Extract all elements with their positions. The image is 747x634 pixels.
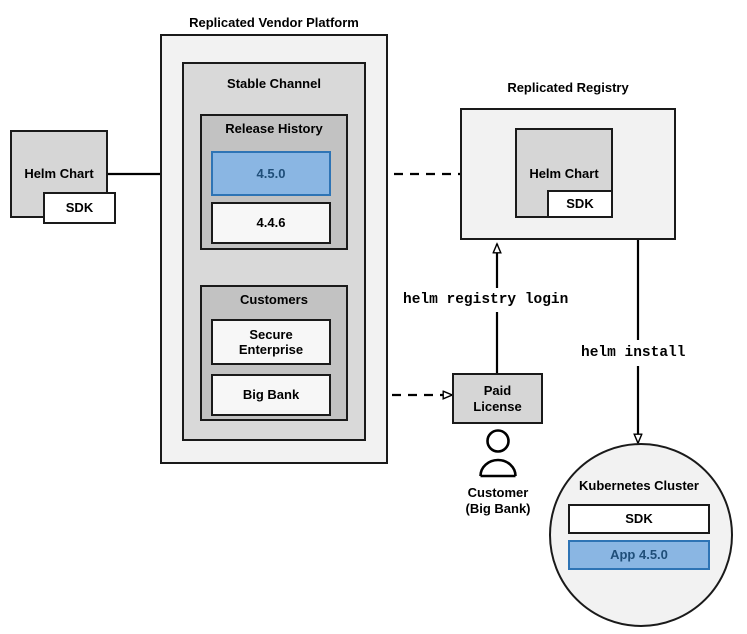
kubernetes-cluster-title: Kubernetes Cluster [579,478,699,493]
customer-actor-label-line1: Customer [467,485,529,500]
registry-title: Replicated Registry [507,80,629,95]
release-item-446[interactable]: 4.4.6 [211,202,331,244]
customers-label: Customers [240,292,308,307]
cluster-component-label: App 4.5.0 [610,547,668,563]
registry-sdk-label: SDK [566,196,594,212]
customer-name-line1: Big Bank [242,387,300,403]
cluster-component-sdk[interactable]: SDK [568,504,710,534]
edge-label-registry-login: helm registry login [400,291,572,309]
customer-name-line2: Enterprise [238,342,304,357]
source-helm-chart-label: Helm Chart [24,166,94,182]
release-version-label: 4.4.6 [256,215,286,231]
source-helm-chart-sdk[interactable]: SDK [43,192,116,224]
source-sdk-label: SDK [65,200,94,216]
paid-license-line2: License [473,398,522,414]
release-history-label: Release History [225,121,323,136]
customer-item-secure-enterprise[interactable]: Secure Enterprise [211,319,331,365]
kubernetes-cluster-circle [549,443,733,627]
customer-item-big-bank[interactable]: Big Bank [211,374,331,416]
person-icon [479,429,517,478]
platform-title: Replicated Vendor Platform [189,15,359,30]
paid-license-box[interactable]: Paid License [452,373,543,424]
cluster-component-label: SDK [625,511,653,527]
customer-actor-label-line2: (Big Bank) [465,501,531,516]
edge-label-helm-install: helm install [578,344,689,362]
registry-helm-chart-sdk[interactable]: SDK [547,190,613,218]
registry-helm-chart-label: Helm Chart [529,166,599,181]
stable-channel-label: Stable Channel [227,76,321,91]
release-item-450[interactable]: 4.5.0 [211,151,331,196]
customer-name-line1: Secure [249,326,293,342]
release-version-label: 4.5.0 [256,165,286,181]
paid-license-line1: Paid [483,383,512,399]
cluster-component-app[interactable]: App 4.5.0 [568,540,710,570]
